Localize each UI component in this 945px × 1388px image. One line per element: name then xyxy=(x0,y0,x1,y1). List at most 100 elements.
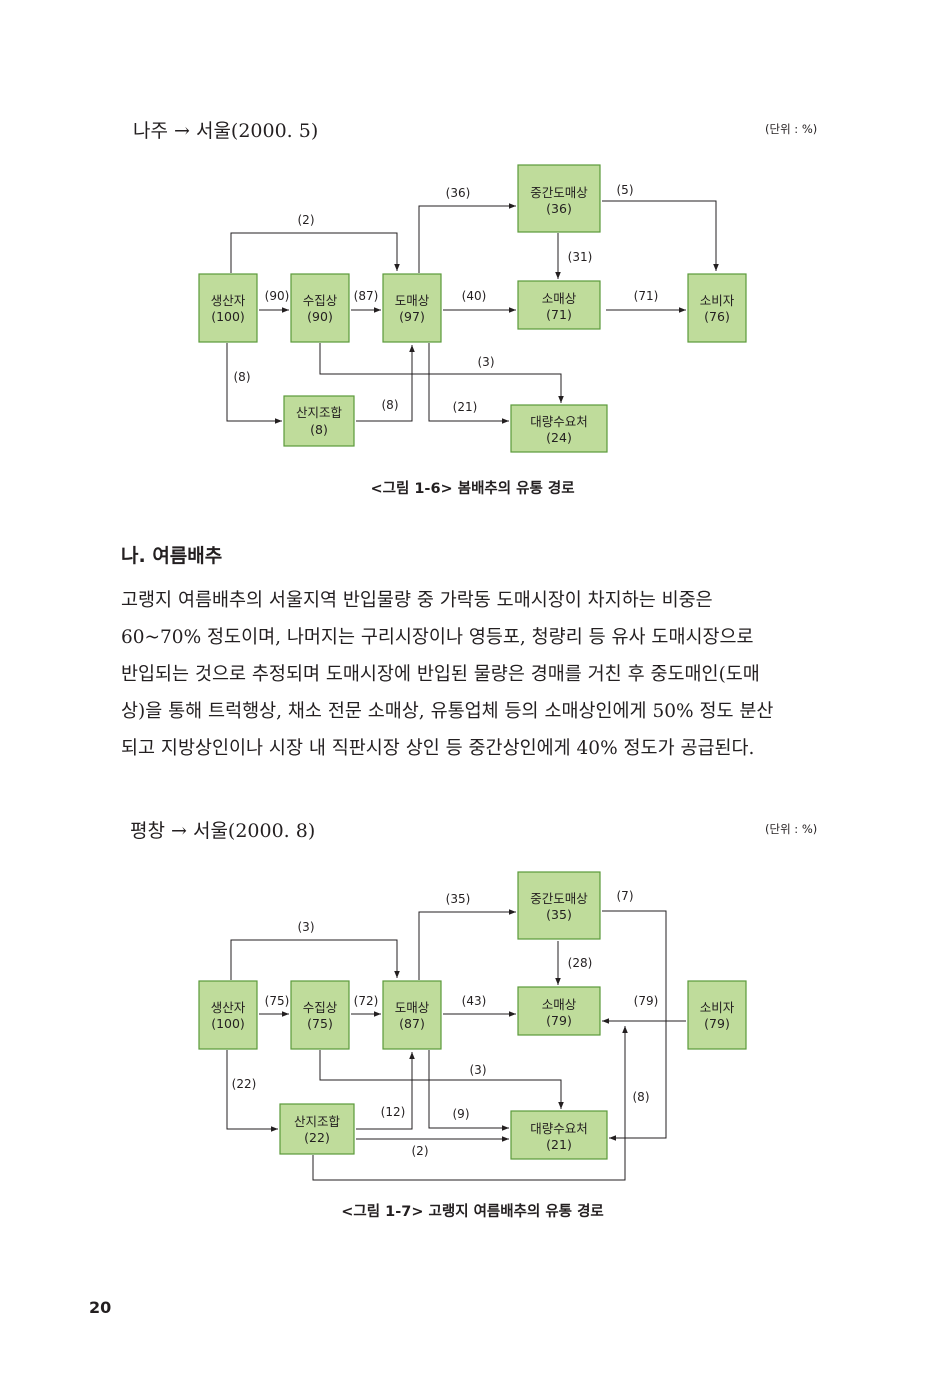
node-bulk-buyer: 대량수요처 (21) xyxy=(510,1110,608,1160)
paragraph-line: 고랭지 여름배추의 서울지역 반입물량 중 가락동 도매시장이 차지하는 비중은 xyxy=(121,590,713,611)
node-middle-wholesaler: 중간도매상 (36) xyxy=(517,164,601,233)
figure2-flow-diagram: (75) (72) (3) (35) (7) (28) (43) (79) (3… xyxy=(198,871,747,1181)
flow-label: (3) xyxy=(478,355,495,369)
paragraph-line: 되고 지방상인이나 시장 내 직판시장 상인 등 중간상인에게 40% 정도가 … xyxy=(121,738,755,759)
node-value: (35) xyxy=(546,907,572,922)
node-value: (76) xyxy=(704,309,730,324)
node-value: (71) xyxy=(546,307,572,322)
node-name: 생산자 xyxy=(211,293,246,308)
flow-arrow xyxy=(602,910,667,1141)
node-middle-wholesaler: 중간도매상 (35) xyxy=(517,871,601,940)
flow-arrow xyxy=(356,345,415,422)
flow-arrow xyxy=(356,1052,415,1130)
paragraph-line: 상)을 통해 트럭행상, 채소 전문 소매상, 유통업체 등의 소매상인에게 5… xyxy=(121,701,774,722)
figure2-flow-lines xyxy=(226,909,686,1181)
figure2-route-title: 평창 → 서울(2000. 8) xyxy=(130,820,316,842)
node-value: (79) xyxy=(704,1016,730,1031)
flow-arrow xyxy=(428,343,509,424)
flow-arrow xyxy=(319,343,564,403)
figure1-flow-diagram: (90) (87) (2) (36) (5) (31) (40) (71) (3… xyxy=(198,164,747,453)
node-value: (79) xyxy=(546,1013,572,1028)
node-value: (8) xyxy=(310,422,328,437)
body-paragraph: 고랭지 여름배추의 서울지역 반입물량 중 가락동 도매시장이 차지하는 비중은… xyxy=(121,582,773,767)
node-value: (97) xyxy=(399,309,425,324)
flow-arrow xyxy=(226,343,282,424)
flow-label: (90) xyxy=(265,289,290,303)
flow-label: (8) xyxy=(234,370,251,384)
figure1-unit-label: (단위 : %) xyxy=(765,122,818,136)
flow-label: (43) xyxy=(462,994,487,1008)
node-name: 수집상 xyxy=(303,1000,338,1015)
flow-label: (2) xyxy=(412,1144,429,1158)
page-number: 20 xyxy=(89,1298,112,1317)
flow-label: (87) xyxy=(354,289,379,303)
node-value: (24) xyxy=(546,430,572,445)
node-value: (100) xyxy=(211,309,245,324)
flow-label: (9) xyxy=(453,1107,470,1121)
figure2-caption: <그림 1-7> 고랭지 여름배추의 유통 경로 xyxy=(341,1204,604,1220)
node-name: 소매상 xyxy=(542,997,577,1012)
node-name: 수집상 xyxy=(303,293,338,308)
node-consumer: 소비자 (76) xyxy=(687,273,747,343)
node-name: 도매상 xyxy=(395,1000,430,1015)
node-name: 산지조합 xyxy=(294,1114,341,1129)
flow-label: (12) xyxy=(381,1105,406,1119)
node-producer: 생산자 (100) xyxy=(198,980,258,1050)
node-wholesaler: 도매상 (97) xyxy=(382,273,442,343)
node-name: 산지조합 xyxy=(296,405,343,420)
node-value: (90) xyxy=(307,309,333,324)
flow-label: (22) xyxy=(232,1077,257,1091)
flow-arrow xyxy=(226,1050,278,1132)
node-name: 생산자 xyxy=(211,1000,246,1015)
flow-arrow xyxy=(602,200,719,271)
node-coop: 산지조합 (22) xyxy=(279,1103,355,1155)
node-name: 대량수요처 xyxy=(530,1121,588,1136)
flow-label: (31) xyxy=(568,250,593,264)
flow-arrow xyxy=(428,1050,509,1131)
flow-arrow xyxy=(319,1050,564,1109)
node-name: 중간도매상 xyxy=(530,891,588,906)
node-retailer: 소매상 (71) xyxy=(517,280,601,330)
flow-label: (28) xyxy=(568,956,593,970)
flow-label: (75) xyxy=(265,994,290,1008)
node-wholesaler: 도매상 (87) xyxy=(382,980,442,1050)
flow-label: (3) xyxy=(470,1063,487,1077)
flow-arrow xyxy=(230,939,400,980)
flow-arrow xyxy=(312,1026,628,1181)
node-consumer: 소비자 (79) xyxy=(687,980,747,1050)
flow-label: (8) xyxy=(382,398,399,412)
node-value: (87) xyxy=(399,1016,425,1031)
flow-label: (3) xyxy=(298,920,315,934)
figure2-unit-label: (단위 : %) xyxy=(765,822,818,836)
node-name: 소비자 xyxy=(700,293,735,308)
flow-label: (2) xyxy=(298,213,315,227)
node-value: (36) xyxy=(546,201,572,216)
node-value: (22) xyxy=(304,1130,330,1145)
figure1-route-title: 나주 → 서울(2000. 5) xyxy=(133,120,319,142)
flow-label: (7) xyxy=(617,889,634,903)
node-retailer: 소매상 (79) xyxy=(517,986,601,1036)
flow-label: (5) xyxy=(617,183,634,197)
figure1-flow-lines xyxy=(226,200,719,424)
flow-label: (21) xyxy=(453,400,478,414)
flow-label: (8) xyxy=(633,1090,650,1104)
flow-label: (71) xyxy=(634,289,659,303)
paragraph-line: 반입되는 것으로 추정되며 도매시장에 반입된 물량은 경매를 거친 후 중도매… xyxy=(121,664,760,685)
node-coop: 산지조합 (8) xyxy=(283,395,355,447)
node-value: (21) xyxy=(546,1137,572,1152)
node-bulk-buyer: 대량수요처 (24) xyxy=(510,404,608,453)
flow-label: (35) xyxy=(446,892,471,906)
node-name: 소매상 xyxy=(542,291,577,306)
node-name: 도매상 xyxy=(395,293,430,308)
node-name: 대량수요처 xyxy=(530,414,588,429)
flow-label: (40) xyxy=(462,289,487,303)
node-name: 소비자 xyxy=(700,1000,735,1015)
flow-arrow xyxy=(418,203,516,273)
node-value: (100) xyxy=(211,1016,245,1031)
node-producer: 생산자 (100) xyxy=(198,273,258,343)
figure1-caption: <그림 1-6> 봄배추의 유통 경로 xyxy=(370,481,575,497)
flow-arrow xyxy=(230,232,400,273)
node-value: (75) xyxy=(307,1016,333,1031)
node-name: 중간도매상 xyxy=(530,185,588,200)
paragraph-line: 60~70% 정도이며, 나머지는 구리시장이나 영등포, 청량리 등 유사 도… xyxy=(121,627,754,648)
